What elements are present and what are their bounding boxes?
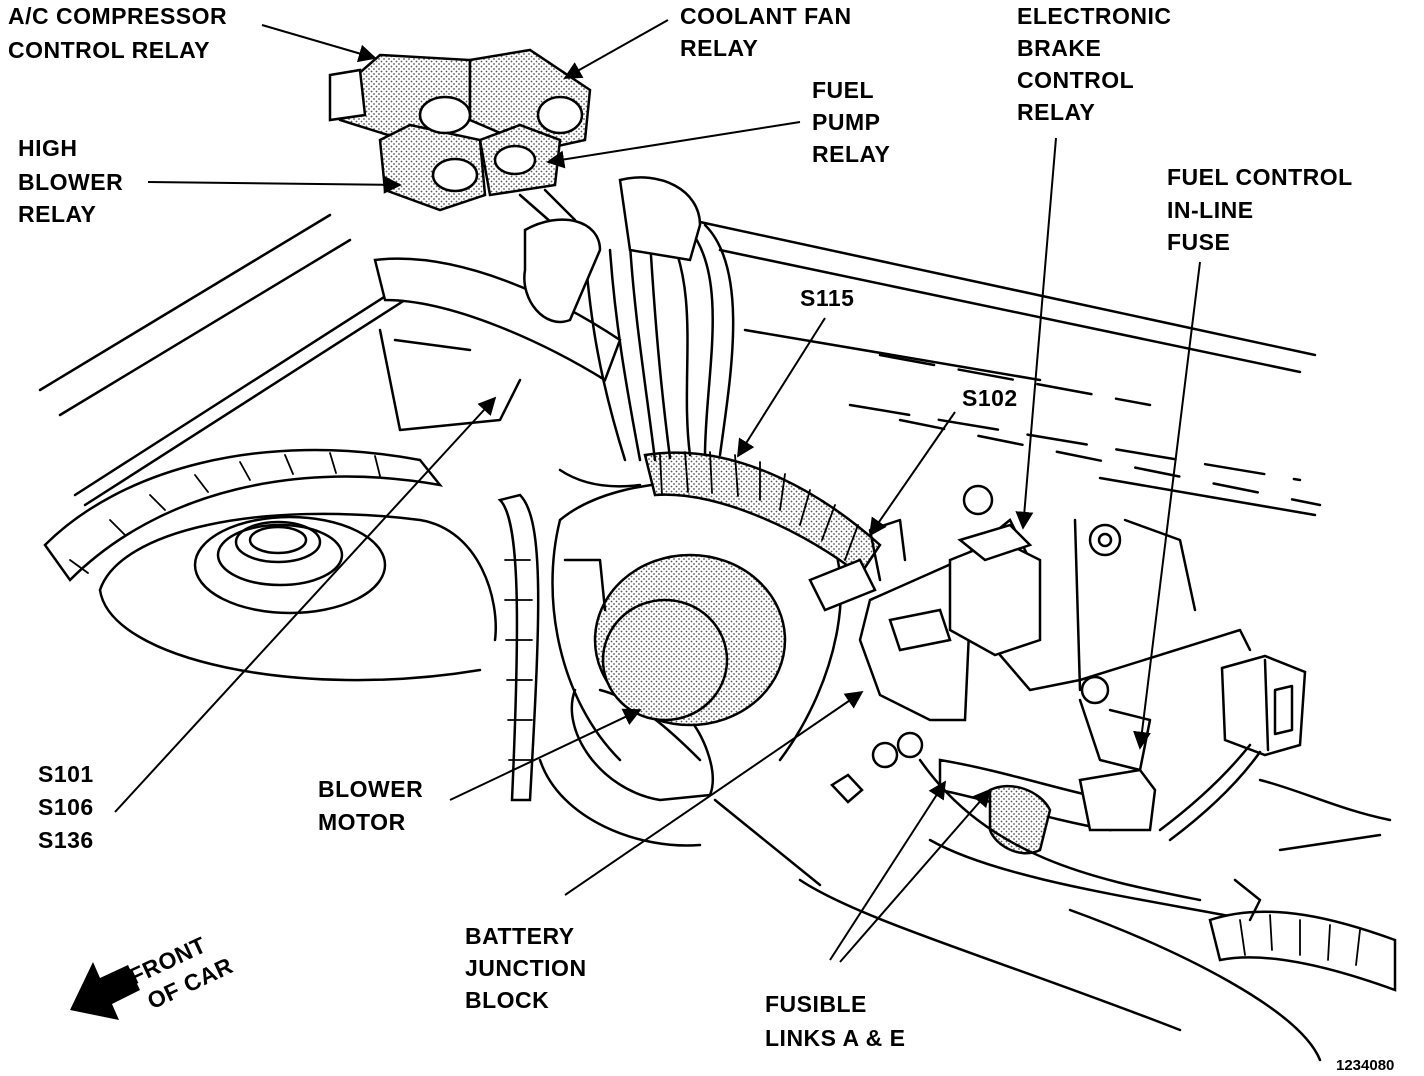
leader-fuel-control-fuse [1133, 261, 1201, 750]
blower-housing [538, 481, 1182, 1032]
leader-s115 [737, 317, 826, 458]
label-front-of-car: FRONT OF CAR [125, 925, 237, 1017]
label-coolant-fan-relay: COOLANT FAN RELAY [680, 3, 859, 61]
engine-bay-drawing [38, 48, 1397, 1062]
intake-duct [373, 257, 622, 382]
figure-number: 1234080 [1336, 1057, 1394, 1074]
label-s115: S115 [800, 285, 854, 311]
callout-labels: A/C COMPRESSOR CONTROL RELAY COOLANT FAN… [8, 3, 1394, 1074]
leader-ac-compressor [261, 24, 377, 63]
label-ac-compressor-control-relay: A/C COMPRESSOR CONTROL RELAY [8, 3, 234, 63]
label-blower-motor: BLOWER MOTOR [318, 776, 430, 835]
label-battery-junction-block: BATTERY JUNCTION BLOCK [465, 923, 593, 1013]
label-fusible-links: FUSIBLE LINKS A & E [765, 991, 906, 1051]
leader-fuel-pump [546, 121, 801, 169]
label-fuel-control-in-line-fuse: FUEL CONTROL IN-LINE FUSE [1167, 164, 1359, 255]
leader-coolant-fan [563, 19, 669, 79]
strut-tower [98, 512, 497, 682]
leader-lines [114, 19, 1201, 963]
relay-cluster [328, 48, 702, 324]
leader-battery-junction [564, 690, 864, 896]
right-wiring-harness [1068, 654, 1397, 1062]
leader-s102 [868, 411, 956, 537]
left-wiring-harness [43, 448, 540, 802]
main-wiring-harness [558, 223, 882, 612]
label-fuel-pump-relay: FUEL PUMP RELAY [812, 77, 890, 167]
label-high-blower-relay: HIGH BLOWER RELAY [18, 135, 130, 227]
front-of-car-indicator: FRONT OF CAR [70, 925, 237, 1020]
leader-high-blower [147, 175, 402, 194]
leader-fusible-link-a [829, 780, 946, 961]
leader-fusible-link-e [839, 788, 992, 963]
leader-splices [114, 396, 497, 813]
battery-junction-block [808, 484, 1252, 722]
fusible-link-area [830, 698, 1252, 922]
front-arrow-icon [70, 962, 140, 1020]
label-s102: S102 [962, 385, 1018, 411]
label-splices-s101-s106-s136: S101 S106 S136 [38, 761, 101, 853]
label-electronic-brake-control-relay: ELECTRONIC BRAKE CONTROL RELAY [1017, 3, 1178, 125]
leader-electronic-brake [1015, 137, 1057, 530]
leader-blower-motor [449, 708, 642, 801]
